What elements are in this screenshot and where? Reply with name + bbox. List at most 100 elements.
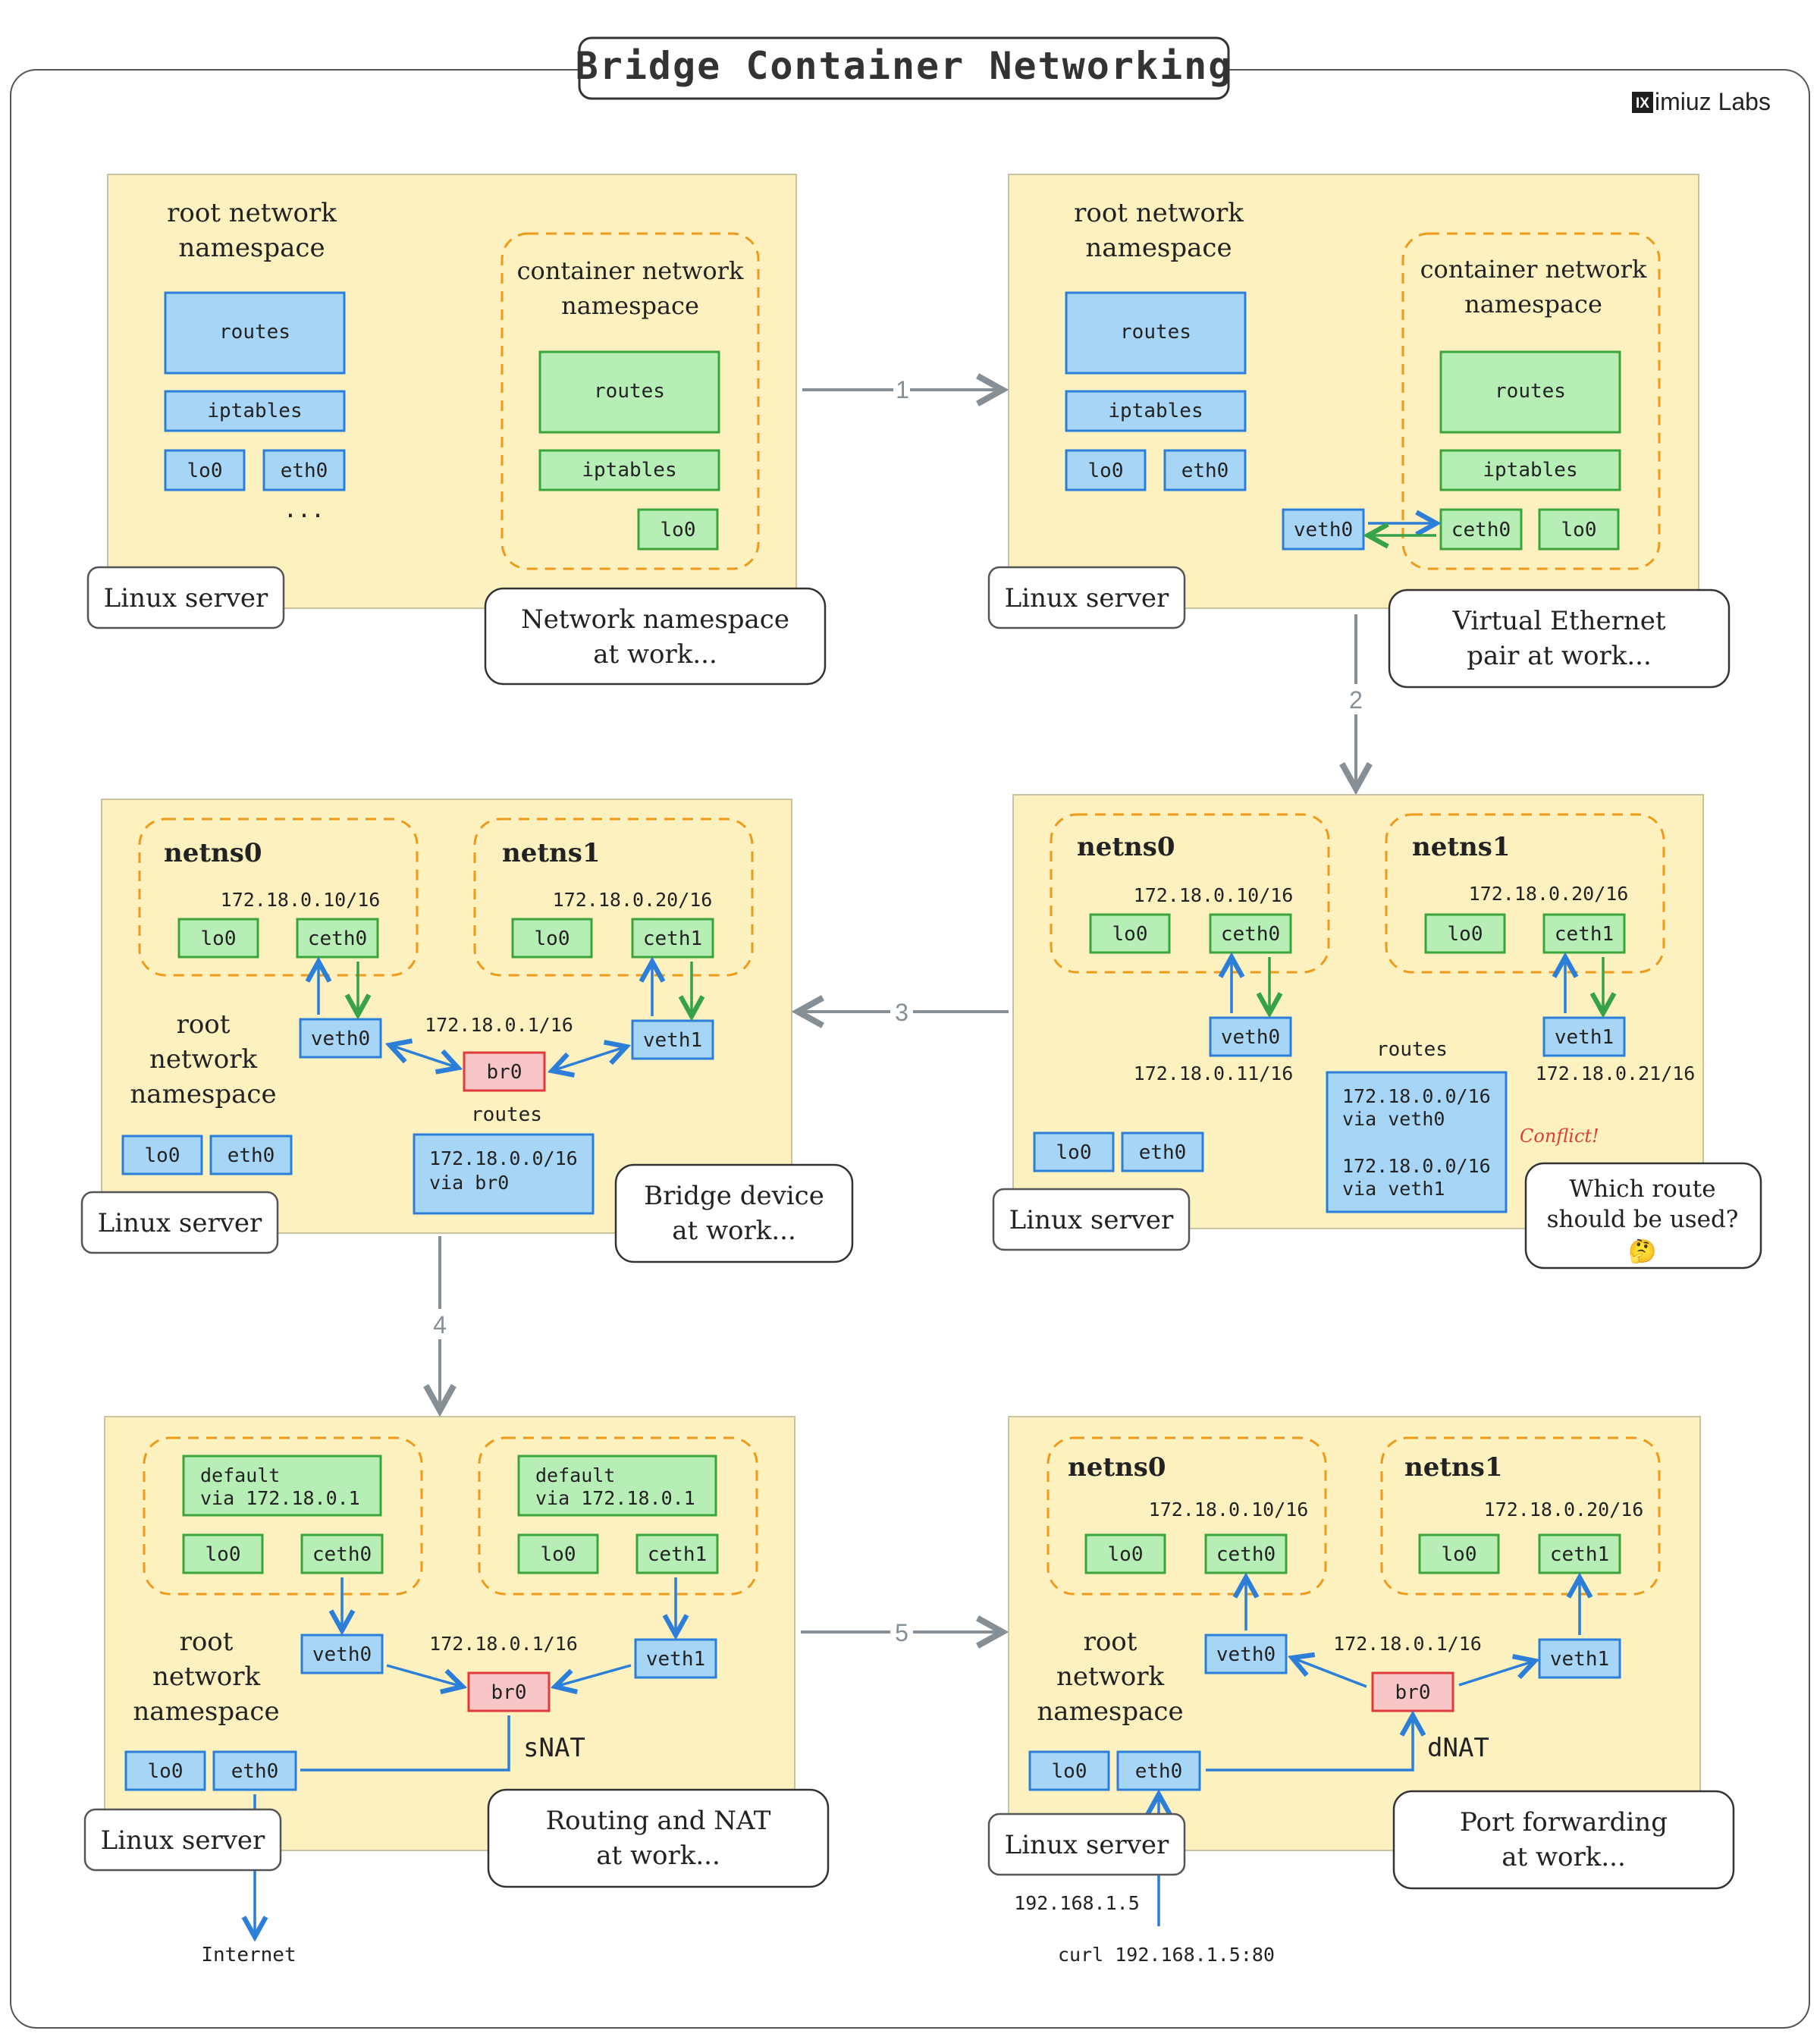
veth1-interface <box>1538 1638 1621 1679</box>
netns1-lo0 <box>517 1533 599 1574</box>
ceth1-label: ceth1 <box>1555 923 1614 946</box>
netns1-lo0-label: lo0 <box>541 1543 576 1566</box>
caption-line2: at work... <box>596 1841 720 1871</box>
container-routes-label: routes <box>1495 380 1566 403</box>
netns0-title: netns0 <box>164 838 262 868</box>
br0-bridge <box>1371 1671 1454 1712</box>
brand-logo: IX imiuz Labs <box>1632 88 1771 115</box>
eth0-label: eth0 <box>1181 460 1229 482</box>
ceth0-interface <box>1209 913 1292 954</box>
netns0-default-route <box>182 1455 382 1517</box>
linux-server-label: Linux server <box>1005 583 1169 614</box>
ceth1-interface <box>1538 1533 1621 1574</box>
route-entry: 172.18.0.0/16 <box>1342 1085 1491 1107</box>
route-entry: via veth1 <box>1342 1178 1445 1200</box>
netns1-lo0-label: lo0 <box>535 927 570 950</box>
netns1-title: netns1 <box>1404 1452 1503 1483</box>
eth0-label: eth0 <box>1135 1760 1183 1783</box>
ceth0-label: ceth0 <box>312 1543 372 1566</box>
lo0-interface <box>121 1135 203 1175</box>
netns0-ip: 172.18.0.10/16 <box>1134 884 1294 906</box>
netns1-boundary <box>1380 1436 1661 1596</box>
panel-routing-nat: default via 172.18.0.1 lo0 ceth0 default… <box>83 1416 830 1966</box>
thinking-emoji: 🤔 <box>1628 1238 1656 1264</box>
linux-server-tag <box>83 1808 282 1872</box>
lo0-label: lo0 <box>145 1144 180 1167</box>
root-ns-title-line1: root <box>1084 1627 1138 1657</box>
netns0-title: netns0 <box>1068 1452 1166 1483</box>
netns0-lo0 <box>177 918 259 959</box>
caption-box <box>487 1788 830 1888</box>
veth0-label: veth0 <box>311 1028 370 1050</box>
eth0-interface <box>1121 1131 1204 1172</box>
br0-bridge <box>463 1051 546 1092</box>
step-1-label: 1 <box>896 376 909 403</box>
eth0-to-br0-dnat-path <box>1206 1715 1413 1772</box>
brand-mark-text: IX <box>1636 96 1649 111</box>
br0-to-eth0-snat-path <box>300 1715 510 1772</box>
ceth0-label: ceth0 <box>308 927 367 950</box>
linux-server-tag <box>86 566 285 629</box>
routes-title: routes <box>471 1103 542 1126</box>
caption-line2: at work... <box>1502 1842 1626 1872</box>
caption-line1: Port forwarding <box>1460 1807 1668 1838</box>
ceth0-interface <box>296 918 379 959</box>
netns1-ip: 172.18.0.20/16 <box>553 889 713 911</box>
netns1-lo0 <box>1424 913 1506 954</box>
bridge-ip: 172.18.0.1/16 <box>425 1014 573 1036</box>
veth1-interface <box>1542 1016 1626 1057</box>
container-ns-title-line2: namespace <box>561 291 699 320</box>
ceth1-label: ceth1 <box>643 927 702 950</box>
step-5-label-bg <box>890 1617 913 1647</box>
page-title: Bridge Container Networking <box>576 44 1233 88</box>
route-entry: 172.18.0.0/16 <box>429 1147 578 1169</box>
eth0-interface <box>1116 1750 1201 1791</box>
veth0-interface <box>1282 508 1365 551</box>
container-routes-label: routes <box>594 380 665 403</box>
container-routes-box <box>1439 350 1621 434</box>
container-lo0-label: lo0 <box>661 519 696 541</box>
route-entry: via veth0 <box>1342 1108 1445 1130</box>
eth0-label: eth0 <box>228 1144 275 1167</box>
container-lo0-interface <box>1538 508 1620 551</box>
route-line2: via 172.18.0.1 <box>200 1487 360 1509</box>
netns0-boundary <box>1046 1436 1327 1596</box>
br0-bridge <box>467 1671 551 1712</box>
eth0-interface <box>1163 449 1247 491</box>
step-3-label-bg <box>890 996 913 1027</box>
root-ns-title-line2: network <box>1056 1662 1165 1692</box>
linux-server-tag <box>987 566 1186 629</box>
linux-server-label: Linux server <box>104 583 268 614</box>
veth0-to-br0-arrow <box>386 1664 463 1687</box>
veth0-br0-link <box>390 1045 458 1068</box>
container-ns-title-line1: container network <box>1420 255 1647 284</box>
step-1-label-bg <box>893 375 910 405</box>
routes-title: routes <box>1376 1038 1448 1061</box>
root-ns-title-line2: namespace <box>178 233 325 263</box>
netns0-ip: 172.18.0.10/16 <box>1149 1499 1309 1521</box>
snat-label: sNAT <box>523 1733 585 1763</box>
iptables-label: iptables <box>1108 400 1203 422</box>
br0-label: br0 <box>491 1681 527 1704</box>
bridge-ip: 172.18.0.1/16 <box>1333 1633 1482 1655</box>
caption-line1: Virtual Ethernet <box>1451 606 1665 636</box>
netns1-lo0-label: lo0 <box>1448 923 1483 946</box>
netns1-title: netns1 <box>502 838 601 868</box>
dnat-label: dNAT <box>1427 1733 1489 1763</box>
eth0-label: eth0 <box>231 1760 279 1783</box>
container-iptables-label: iptables <box>1483 459 1577 482</box>
veth1-interface <box>631 1019 714 1060</box>
ceth1-label: ceth1 <box>648 1543 707 1566</box>
lo0-interface <box>124 1750 206 1791</box>
veth0-label: veth0 <box>1294 519 1353 541</box>
brand-name: imiuz Labs <box>1655 88 1771 115</box>
routes-table <box>413 1133 595 1215</box>
veth0-interface <box>299 1018 382 1059</box>
caption-line1: Which route <box>1569 1175 1715 1203</box>
linux-server-tag <box>80 1191 279 1254</box>
lo0-interface <box>164 449 246 491</box>
root-ns-title-line1: root network <box>167 198 337 228</box>
step-2-label: 2 <box>1349 686 1363 714</box>
veth1-label: veth1 <box>646 1648 705 1671</box>
netns1-lo0 <box>1418 1533 1500 1574</box>
